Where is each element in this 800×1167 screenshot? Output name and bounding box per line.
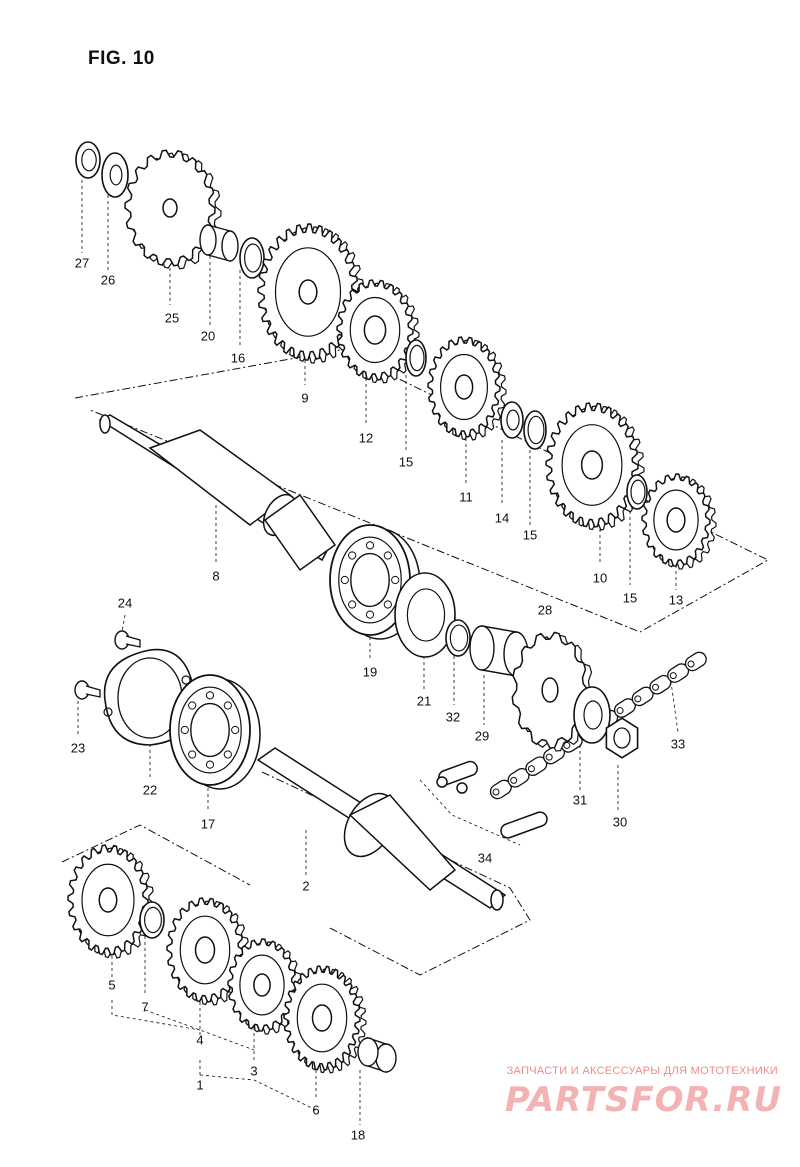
nut-30 xyxy=(605,717,639,759)
bolt-23 xyxy=(74,680,101,700)
callout-p8: 8 xyxy=(212,568,220,584)
circlip-7 xyxy=(139,901,165,939)
callout-p18: 18 xyxy=(350,1127,366,1143)
upper-group-outline xyxy=(74,349,770,633)
watermark-logo: PARTSFOR.RU xyxy=(504,1080,782,1120)
gear-6 xyxy=(283,965,367,1074)
callout-p31: 31 xyxy=(572,792,588,808)
callout-p9: 9 xyxy=(301,390,309,406)
callout-p15b: 15 xyxy=(522,527,538,543)
lockwasher-31 xyxy=(573,686,611,744)
callout-p28: 28 xyxy=(537,602,553,618)
callout-p15c: 15 xyxy=(622,590,638,606)
mainshaft-2 xyxy=(256,747,507,911)
washer-14 xyxy=(500,401,524,439)
master-link-34 xyxy=(436,760,548,839)
callout-p21: 21 xyxy=(416,693,432,709)
callout-p4: 4 xyxy=(196,1032,204,1048)
countershaft-8 xyxy=(98,414,337,572)
sprocket-25 xyxy=(124,149,222,270)
parts-layer xyxy=(67,141,717,1074)
callout-p11: 11 xyxy=(459,489,473,505)
gear-group-outline xyxy=(61,824,251,886)
callout-p1: 1 xyxy=(196,1077,204,1093)
callout-p34: 34 xyxy=(477,850,493,866)
callout-p7: 7 xyxy=(141,999,149,1015)
gear-13 xyxy=(641,473,717,570)
callout-p14: 14 xyxy=(494,510,510,526)
callout-p29: 29 xyxy=(474,728,490,744)
washer-26 xyxy=(101,152,129,198)
circlip-15a xyxy=(405,339,427,377)
circlip-15c xyxy=(626,474,648,510)
callout-p5: 5 xyxy=(108,977,116,993)
callout-p13: 13 xyxy=(668,592,684,608)
callout-p20: 20 xyxy=(200,328,216,344)
callout-p3: 3 xyxy=(250,1063,258,1079)
bearing-17 xyxy=(169,674,261,790)
callout-p6: 6 xyxy=(312,1102,320,1118)
gear-10 xyxy=(545,402,645,531)
bushing-20 xyxy=(199,224,239,262)
callout-p22: 22 xyxy=(142,782,158,798)
gear-12 xyxy=(336,279,420,384)
bolt-24 xyxy=(114,630,141,650)
circlip-27 xyxy=(75,141,101,179)
callout-p15a: 15 xyxy=(398,454,414,470)
gear-5 xyxy=(67,844,155,959)
callout-p2: 2 xyxy=(302,878,310,894)
callout-p10: 10 xyxy=(592,570,608,586)
callout-p26: 26 xyxy=(100,272,116,288)
callout-p27: 27 xyxy=(74,255,90,271)
bushing-18 xyxy=(357,1037,397,1073)
callout-p19: 19 xyxy=(362,664,378,680)
leader-lines xyxy=(77,180,679,1125)
figure-title: FIG. 10 xyxy=(88,48,155,69)
callout-p25: 25 xyxy=(164,310,180,326)
oil-seal-21 xyxy=(394,572,456,658)
callout-p23: 23 xyxy=(70,740,86,756)
callout-p33: 33 xyxy=(670,736,686,752)
gear-11 xyxy=(427,336,507,441)
bearing-19 xyxy=(329,524,421,640)
callout-p24: 24 xyxy=(117,595,133,611)
circlip-15b xyxy=(523,410,547,450)
gear-4 xyxy=(166,897,250,1006)
callout-p12: 12 xyxy=(358,430,374,446)
chain-link xyxy=(613,698,636,718)
gear-3 xyxy=(227,938,303,1035)
callout-p17: 17 xyxy=(200,816,216,832)
callout-p32: 32 xyxy=(445,709,461,725)
washer-16 xyxy=(239,237,265,279)
callout-p30: 30 xyxy=(612,814,628,830)
o-ring-32 xyxy=(445,619,471,657)
watermark-caption: ЗАПЧАСТИ И АКСЕССУАРЫ ДЛЯ МОТОТЕХНИКИ xyxy=(506,1065,778,1077)
callout-p16: 16 xyxy=(230,350,246,366)
chain-link xyxy=(684,651,707,672)
